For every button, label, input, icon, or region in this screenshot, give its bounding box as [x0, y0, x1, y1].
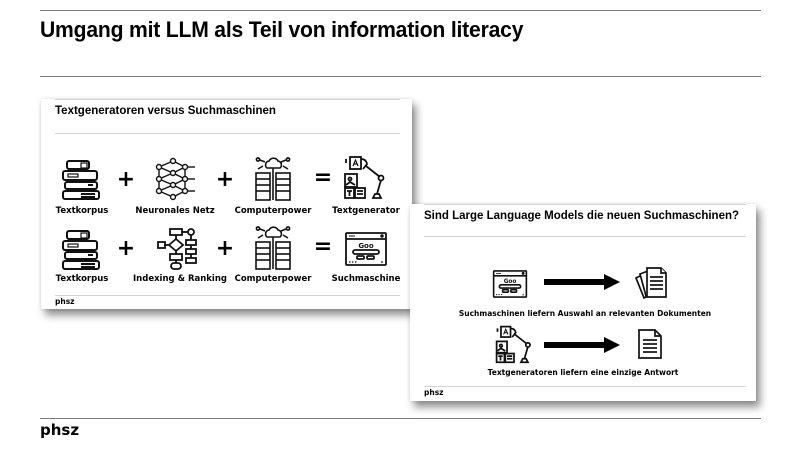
- card-footer-logo: phsz: [55, 297, 75, 306]
- top-rule: [40, 10, 761, 11]
- arrow-right-icon: [544, 337, 620, 353]
- neural-network-icon: [155, 157, 195, 201]
- plus-operator: +: [215, 167, 235, 192]
- documents-icon: [634, 267, 667, 300]
- robot-arm-icon: [344, 156, 385, 199]
- server-cloud-icon: [255, 226, 291, 270]
- flowchart-icon: [157, 228, 197, 270]
- server-cloud-icon: [255, 157, 291, 201]
- label-computerpower: Computerpower: [234, 206, 312, 216]
- label-computerpower: Computerpower: [234, 274, 312, 284]
- caption-suchmaschinen: Suchmaschinen liefern Auswahl an relevan…: [458, 309, 712, 318]
- label-textkorpus: Textkorpus: [55, 206, 109, 216]
- label-textkorpus: Textkorpus: [55, 274, 109, 284]
- books-icon: [62, 160, 100, 200]
- equals-operator: =: [313, 234, 333, 259]
- label-neuronales-netz: Neuronales Netz: [135, 206, 215, 216]
- robot-arm-icon: [495, 325, 531, 364]
- document-icon: [638, 329, 662, 359]
- card-textgeneratoren-vs-suchmaschinen: Textgeneratoren versus Suchmaschinen Tex…: [41, 99, 412, 309]
- card-footer-rule: [424, 386, 746, 387]
- card-footer-logo: phsz: [424, 388, 444, 397]
- search-engine-icon: Goo: [345, 232, 387, 266]
- label-suchmaschine: Suchmaschine: [331, 274, 401, 284]
- svg-text:Goo: Goo: [358, 242, 374, 250]
- card-title-rule: [424, 236, 746, 237]
- footer-rule: [40, 418, 761, 419]
- card-llm-neue-suchmaschinen: Sind Large Language Models die neuen Suc…: [410, 204, 756, 401]
- svg-text:Goo: Goo: [504, 279, 517, 285]
- equals-operator: =: [313, 165, 333, 190]
- card-title: Sind Large Language Models die neuen Suc…: [424, 210, 740, 222]
- plus-operator: +: [116, 236, 136, 261]
- title-rule: [40, 76, 761, 77]
- plus-operator: +: [116, 167, 136, 192]
- label-indexing-ranking: Indexing & Ranking: [133, 274, 227, 284]
- slide-title: Umgang mit LLM als Teil von information …: [40, 17, 524, 42]
- search-engine-icon: Goo: [492, 270, 528, 298]
- label-textgenerator: Textgenerator: [332, 206, 400, 216]
- arrow-right-icon: [544, 274, 620, 290]
- plus-operator: +: [215, 236, 235, 261]
- caption-textgeneratoren: Textgeneratoren liefern eine einzige Ant…: [487, 368, 679, 377]
- books-icon: [62, 230, 100, 270]
- card-top-rule: [424, 204, 746, 205]
- card-top-rule: [55, 99, 400, 100]
- card-title: Textgeneratoren versus Suchmaschinen: [55, 105, 276, 117]
- card-title-rule: [55, 133, 400, 134]
- footer-logo: phsz: [40, 421, 80, 439]
- card-footer-rule: [55, 295, 400, 296]
